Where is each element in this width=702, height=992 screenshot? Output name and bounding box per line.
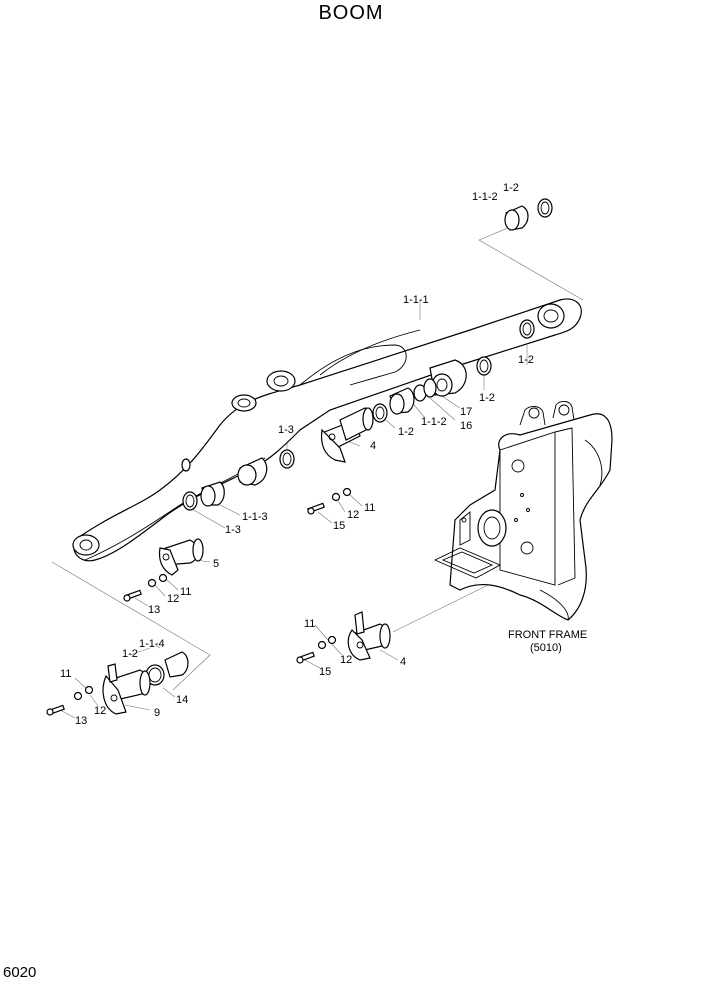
pins — [102, 407, 391, 715]
label-12-b: 12 — [167, 593, 179, 605]
label-1-2-right-a: 1-2 — [518, 354, 534, 366]
label-1-2-top: 1-2 — [503, 182, 519, 194]
label-15-d: 15 — [319, 666, 331, 678]
label-1-1-4: 1-1-4 — [139, 638, 165, 650]
page-number: 6020 — [3, 964, 37, 981]
label-12-c: 12 — [94, 705, 106, 717]
label-16: 16 — [460, 420, 472, 432]
label-1-2-mid: 1-2 — [398, 426, 414, 438]
label-11-c: 11 — [60, 668, 71, 680]
callout-labels: 1-1-2 1-2 1-1-1 1-2 1-2 17 16 1-1-2 1-2 … — [60, 182, 587, 727]
label-13-b: 13 — [148, 604, 160, 616]
label-13-c: 13 — [75, 715, 87, 727]
label-1-2-right-b: 1-2 — [479, 392, 495, 404]
bushings — [145, 198, 553, 686]
label-1-1-3: 1-1-3 — [242, 511, 268, 523]
label-9: 9 — [154, 707, 160, 719]
front-frame-name: FRONT FRAME — [508, 629, 587, 641]
label-15-a: 15 — [333, 520, 345, 532]
label-11-b: 11 — [180, 586, 191, 598]
boom-arm — [72, 298, 582, 562]
label-17: 17 — [460, 406, 472, 418]
label-5: 5 — [213, 558, 219, 570]
label-1-1-1: 1-1-1 — [403, 294, 429, 306]
label-12-d: 12 — [340, 654, 352, 666]
page-title: BOOM — [318, 2, 384, 24]
label-1-3-upper: 1-3 — [278, 424, 294, 436]
label-1-2-low: 1-2 — [122, 648, 138, 660]
label-4-lower: 4 — [400, 656, 406, 668]
label-12-a: 12 — [347, 509, 359, 521]
label-4-upper: 4 — [370, 440, 376, 452]
front-frame — [433, 401, 613, 621]
front-frame-ref: (5010) — [530, 642, 562, 654]
bolts-washers — [46, 487, 352, 716]
label-1-1-2-mid: 1-1-2 — [421, 416, 447, 428]
label-1-3-lower: 1-3 — [225, 524, 241, 536]
label-1-1-2-top: 1-1-2 — [472, 191, 498, 203]
label-11-a: 11 — [364, 502, 375, 514]
label-11-d: 11 — [304, 618, 315, 630]
label-14: 14 — [176, 694, 188, 706]
